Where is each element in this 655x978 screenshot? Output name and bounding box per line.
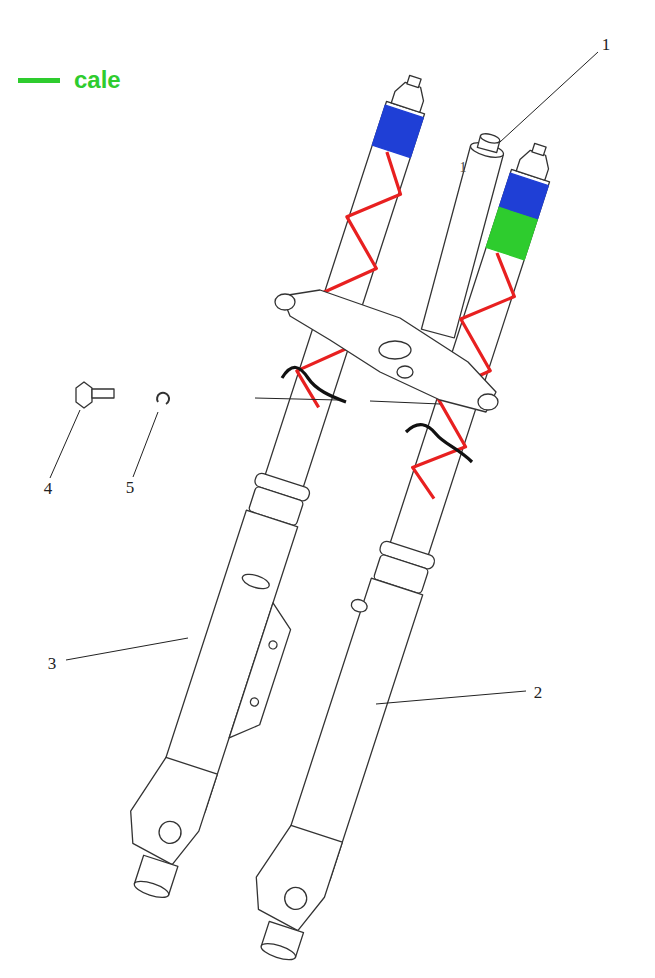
callout-number: 1 [460, 161, 467, 175]
blue-band [372, 105, 423, 157]
callout-number: 2 [534, 684, 543, 701]
triple-clamp [397, 366, 413, 378]
callout-number: 3 [48, 655, 57, 672]
fork-leg [407, 75, 421, 87]
bolt [76, 382, 92, 408]
cut-line [255, 398, 440, 404]
cut-line [255, 398, 338, 400]
leader-line [133, 412, 158, 477]
fork-leg [268, 640, 278, 650]
fork-leg [235, 132, 567, 966]
legend-swatch [18, 78, 60, 83]
steering-stem [479, 132, 500, 145]
callout-number: 1 [602, 36, 611, 53]
clip [157, 393, 169, 404]
triple-clamp [379, 341, 411, 359]
fork-leg [241, 571, 271, 591]
legend-entry: cale [18, 68, 121, 92]
leader-line [50, 52, 598, 704]
leader-line [500, 52, 598, 142]
clip [157, 393, 169, 404]
cut-line [370, 401, 440, 404]
fork-leg [245, 820, 343, 935]
green-band [486, 207, 537, 259]
fork-leg [133, 878, 171, 901]
fork-leg [282, 885, 310, 913]
fork-leg [156, 818, 184, 846]
leader-line [66, 638, 188, 660]
bolt [92, 389, 114, 398]
fork-leg [259, 940, 297, 963]
fork-leg [249, 697, 259, 707]
callout-number: 5 [126, 479, 135, 496]
caliper-bracket [229, 603, 297, 746]
fork-illustration [76, 64, 567, 966]
triple-clamp [275, 290, 498, 412]
bolt [76, 382, 114, 408]
triple-clamp [282, 290, 496, 412]
fork-leg [532, 143, 546, 155]
legend-text: cale [74, 68, 121, 92]
leader-line [376, 691, 526, 704]
break-mark [282, 367, 472, 462]
triple-clamp [275, 294, 295, 310]
triple-clamp [478, 394, 498, 410]
break-mark [406, 425, 472, 462]
callout-number: 4 [44, 480, 53, 497]
break-mark [282, 367, 346, 402]
fork-leg [350, 598, 369, 614]
fork-leg [119, 752, 217, 869]
leader-line [50, 410, 80, 478]
